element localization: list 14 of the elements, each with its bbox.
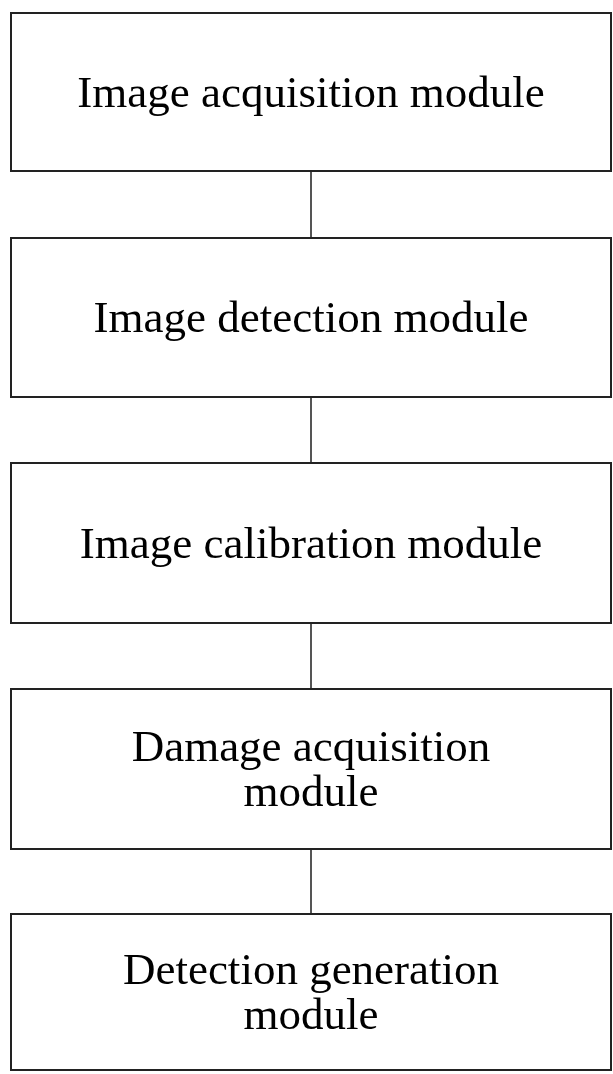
box-label: Detection generation module <box>121 947 501 1037</box>
box-label: Image calibration module <box>79 520 543 566</box>
process-box <box>10 237 612 398</box>
connector-line <box>310 849 312 914</box>
box-label: Image acquisition module <box>77 69 545 115</box>
process-box <box>10 913 612 1071</box>
connector-line <box>310 623 312 689</box>
connector-line <box>310 397 312 463</box>
process-box <box>10 688 612 850</box>
connector-line <box>310 171 312 238</box>
box-label: Damage acquisition module <box>130 724 492 814</box>
process-box <box>10 12 612 172</box>
process-box <box>10 462 612 624</box>
box-label: Image detection module <box>93 295 529 340</box>
